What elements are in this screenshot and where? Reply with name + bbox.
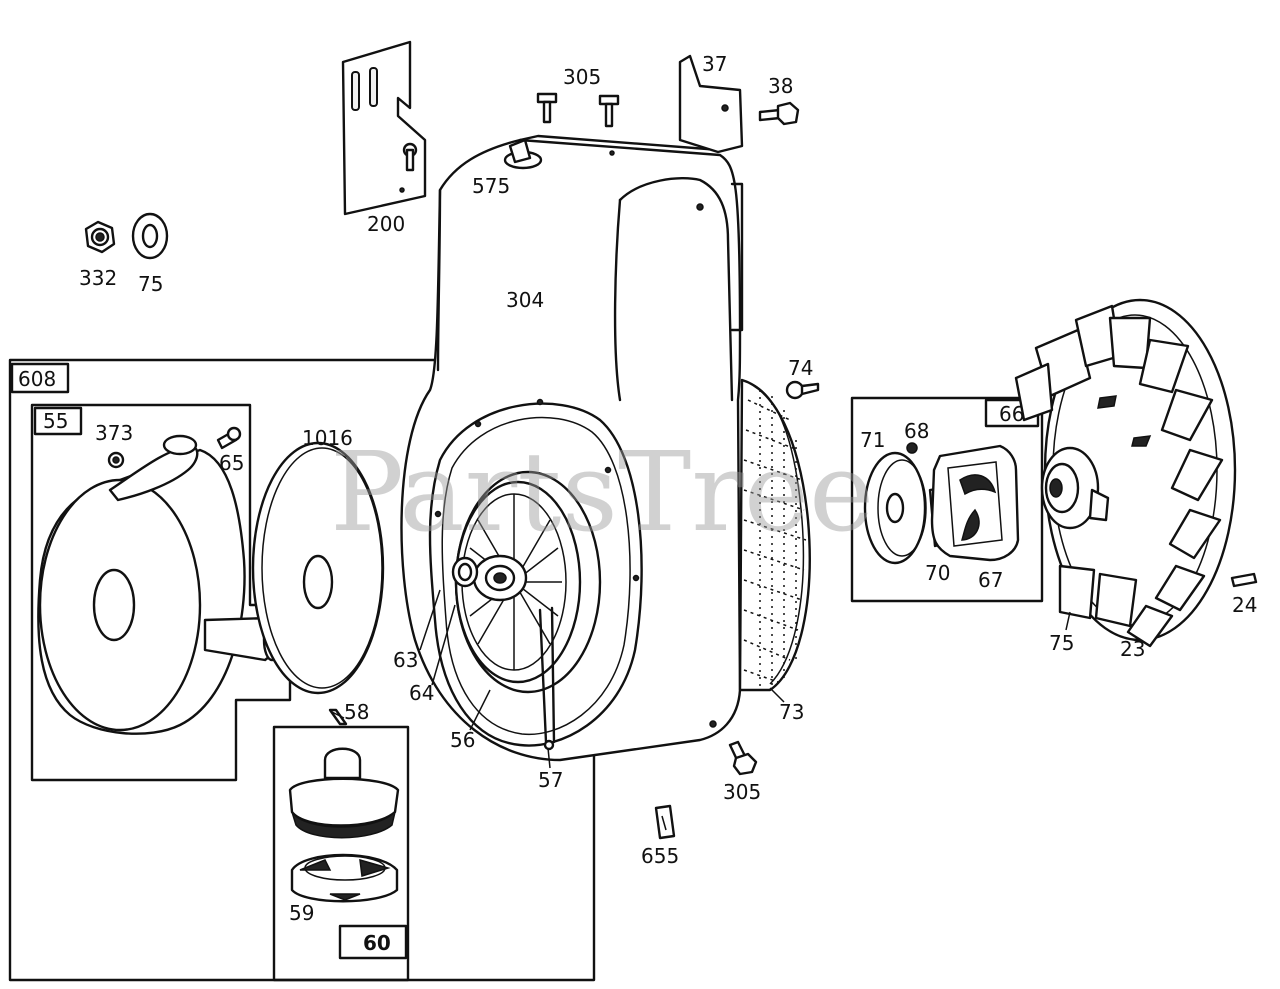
part-label-65: 65 <box>219 451 244 475</box>
screw-373-part <box>107 451 125 469</box>
washer-75-left-part <box>131 212 169 260</box>
pulley-56-part <box>451 470 602 694</box>
part-label-73: 73 <box>779 700 804 724</box>
watermark: PartsTree <box>330 428 874 556</box>
starter-housing-part <box>37 434 284 735</box>
clutch-assembly-part <box>863 442 1020 565</box>
part-label-70: 70 <box>925 561 950 585</box>
part-label-57: 57 <box>538 768 563 792</box>
bracket-200-part <box>341 40 427 216</box>
box-label-60: 60 <box>363 931 391 955</box>
assembly-box-608: 608 <box>8 358 596 982</box>
box-label-608: 608 <box>18 367 56 391</box>
flywheel-23-part <box>1014 298 1237 648</box>
part-label-71: 71 <box>860 428 885 452</box>
part-label-305-top: 305 <box>563 65 601 89</box>
bolt-305-top-part <box>536 92 620 128</box>
bolt-305-bottom-part <box>728 740 758 776</box>
part-label-74: 74 <box>788 356 813 380</box>
part-label-575: 575 <box>472 174 510 198</box>
bolt-38-part <box>758 101 800 126</box>
clip-655-part <box>654 804 676 840</box>
part-label-63: 63 <box>393 648 418 672</box>
part-label-37: 37 <box>702 52 727 76</box>
part-label-304: 304 <box>506 288 544 312</box>
screw-65-part <box>216 426 242 450</box>
part-label-23: 23 <box>1120 637 1145 661</box>
plate-1016-part <box>251 441 385 695</box>
part-label-305-bottom: 305 <box>723 780 761 804</box>
screen-73-part <box>738 378 811 692</box>
key-24-part <box>1230 572 1258 588</box>
part-label-24: 24 <box>1232 593 1257 617</box>
part-label-67: 67 <box>978 568 1003 592</box>
keeper-assembly-part <box>288 708 400 903</box>
screw-74-part <box>785 380 820 400</box>
nut-332-part <box>84 220 116 254</box>
part-label-68: 68 <box>904 419 929 443</box>
part-label-38: 38 <box>768 74 793 98</box>
part-label-200: 200 <box>367 212 405 236</box>
assembly-box-60: 60 <box>272 725 410 982</box>
part-label-58: 58 <box>344 700 369 724</box>
part-label-655: 655 <box>641 844 679 868</box>
part-label-332: 332 <box>79 266 117 290</box>
part-label-75-left: 75 <box>138 272 163 296</box>
part-label-59: 59 <box>289 901 314 925</box>
part-label-373: 373 <box>95 421 133 445</box>
part-label-1016: 1016 <box>302 426 353 450</box>
rope-57-part <box>538 606 556 751</box>
box-label-55: 55 <box>43 409 68 433</box>
bracket-37-part <box>678 54 744 154</box>
part-label-56: 56 <box>450 728 475 752</box>
part-label-75-right: 75 <box>1049 631 1074 655</box>
part-label-64: 64 <box>409 681 434 705</box>
leader-lines <box>331 589 1071 769</box>
assembly-box-55: 55 <box>30 403 292 782</box>
